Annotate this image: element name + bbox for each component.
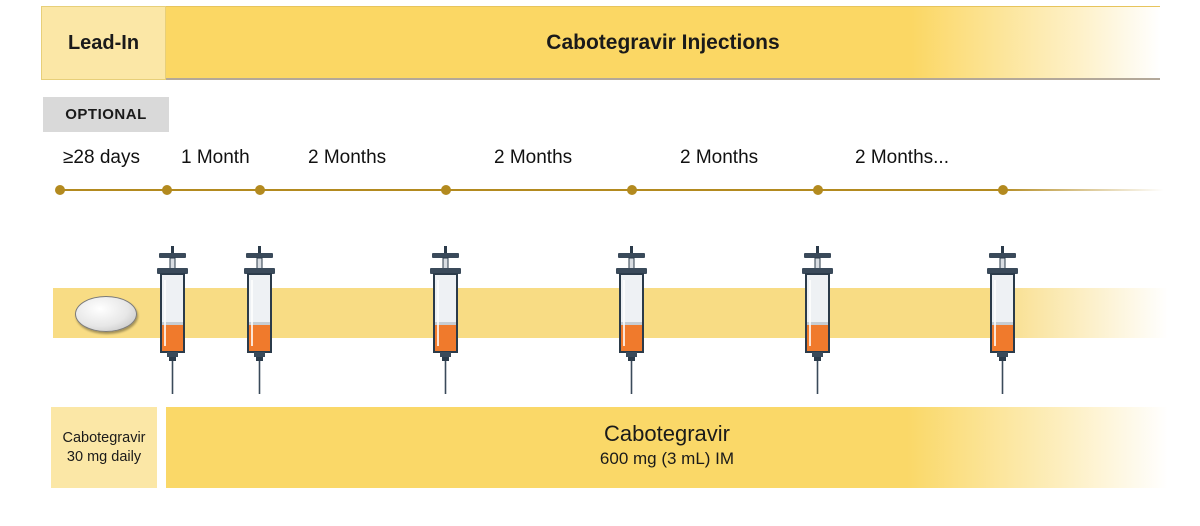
- syringe-icon: [157, 246, 188, 394]
- syringe-icon: [244, 246, 275, 394]
- timeline-point: [255, 185, 265, 195]
- injection-dose-label: 600 mg (3 mL) IM: [599, 449, 735, 468]
- interval-label: ≥28 days: [63, 147, 140, 168]
- injections-label: Cabotegravir Injections: [546, 30, 780, 54]
- interval-label: 2 Months: [680, 147, 759, 168]
- interval-label: 1 Month: [181, 147, 250, 168]
- oral-tablet-icon: [75, 296, 137, 332]
- oral-dose-label: 30 mg daily: [66, 448, 142, 465]
- dosing-band: [53, 288, 1168, 338]
- timeline-point: [55, 185, 65, 195]
- syringe-icon: [802, 246, 833, 394]
- timeline-line: [60, 189, 1164, 191]
- optional-label: OPTIONAL: [65, 106, 147, 123]
- lead-in-label: Lead-In: [67, 31, 140, 54]
- timeline-point: [162, 185, 172, 195]
- syringe-icon: [987, 246, 1018, 394]
- syringe-icon: [616, 246, 647, 394]
- timeline-point: [998, 185, 1008, 195]
- interval-label: 2 Months: [308, 147, 387, 168]
- optional-badge: OPTIONAL: [43, 97, 169, 132]
- oral-drug-label: Cabotegravir: [62, 429, 146, 446]
- injection-dosing-box: Cabotegravir 600 mg (3 mL) IM: [166, 407, 1168, 488]
- timeline-point: [813, 185, 823, 195]
- oral-dosing-box: Cabotegravir 30 mg daily: [51, 407, 157, 488]
- timeline-point: [627, 185, 637, 195]
- syringe-icon: [430, 246, 461, 394]
- timeline-point: [441, 185, 451, 195]
- injection-drug-label: Cabotegravir: [604, 421, 730, 446]
- lead-in-phase-header: Lead-In: [41, 6, 166, 80]
- injections-phase-header: Cabotegravir Injections: [166, 6, 1160, 80]
- interval-label: 2 Months...: [855, 147, 949, 168]
- interval-label: 2 Months: [494, 147, 573, 168]
